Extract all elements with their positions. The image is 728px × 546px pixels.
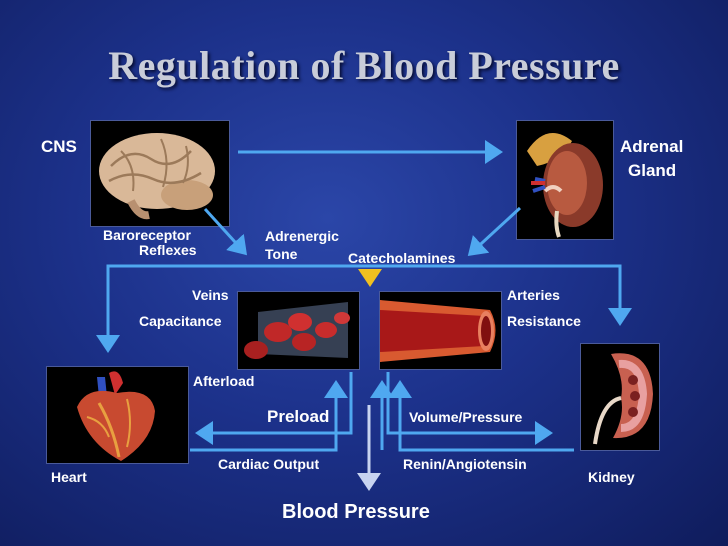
arrow-baroreceptor — [205, 209, 245, 253]
label-tone: Tone — [265, 246, 297, 263]
label-renin-angiotensin: Renin/Angiotensin — [403, 456, 527, 473]
label-volume-pressure: Volume/Pressure — [409, 409, 522, 426]
label-adrenergic: Adrenergic — [265, 228, 339, 245]
label-heart: Heart — [51, 469, 87, 486]
label-adrenal: Adrenal — [620, 138, 683, 155]
label-capacitance: Capacitance — [139, 313, 221, 330]
label-veins: Veins — [192, 287, 229, 304]
label-gland: Gland — [628, 162, 676, 179]
label-cardiac-output: Cardiac Output — [218, 456, 319, 473]
label-cns: CNS — [41, 138, 77, 155]
arrow-adrenal-catecholamines — [470, 208, 520, 254]
label-reflexes: Reflexes — [139, 242, 197, 259]
label-resistance: Resistance — [507, 313, 581, 330]
label-arteries: Arteries — [507, 287, 560, 304]
arrow-loop-kidney — [368, 266, 620, 323]
label-afterload: Afterload — [193, 373, 254, 390]
arrow-loop-heart — [108, 266, 368, 350]
label-blood-pressure: Blood Pressure — [282, 504, 430, 521]
label-kidney: Kidney — [588, 469, 635, 486]
label-catecholamines: Catecholamines — [348, 250, 455, 267]
label-preload: Preload — [267, 408, 329, 425]
